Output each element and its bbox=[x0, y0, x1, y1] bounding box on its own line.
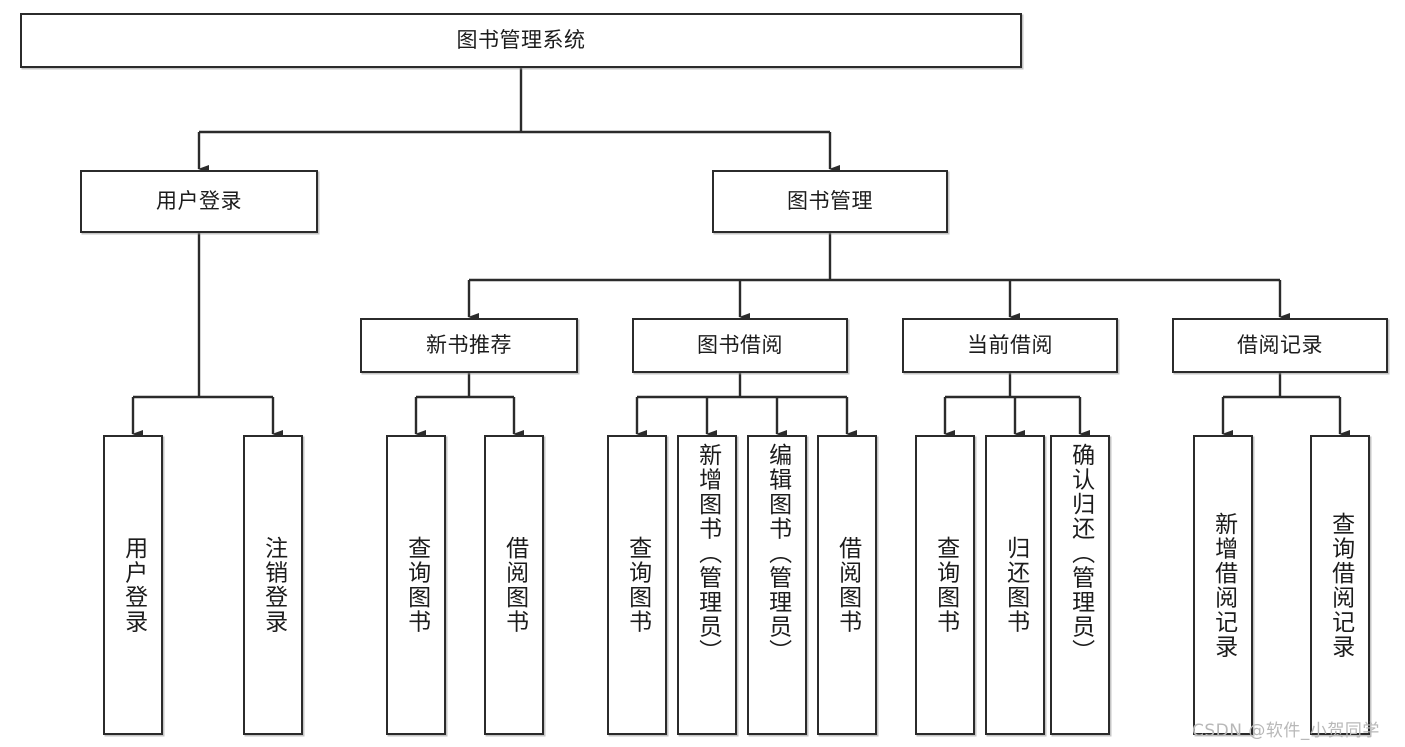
node-leaf-edit-book[interactable]: 编辑图书（管理员） bbox=[747, 435, 807, 735]
node-leaf-query-book-1[interactable]: 查询图书 bbox=[386, 435, 446, 735]
node-leaf-borrow-book-2-label: 借阅图书 bbox=[834, 536, 861, 634]
node-leaf-query-book-2[interactable]: 查询图书 bbox=[607, 435, 667, 735]
node-borrow-record[interactable]: 借阅记录 bbox=[1172, 318, 1388, 373]
node-leaf-query-book-1-label: 查询图书 bbox=[403, 536, 430, 634]
node-leaf-query-book-3[interactable]: 查询图书 bbox=[915, 435, 975, 735]
node-leaf-add-record[interactable]: 新增借阅记录 bbox=[1193, 435, 1253, 735]
node-book-borrow-label: 图书借阅 bbox=[697, 332, 783, 357]
node-new-book-recommend[interactable]: 新书推荐 bbox=[360, 318, 578, 373]
node-leaf-borrow-book-1-label: 借阅图书 bbox=[501, 536, 528, 634]
node-leaf-query-book-3-label: 查询图书 bbox=[932, 536, 959, 634]
node-current-borrow[interactable]: 当前借阅 bbox=[902, 318, 1118, 373]
node-leaf-borrow-book-1[interactable]: 借阅图书 bbox=[484, 435, 544, 735]
node-borrow-record-label: 借阅记录 bbox=[1237, 332, 1323, 357]
node-leaf-confirm-return[interactable]: 确认归还（管理员） bbox=[1050, 435, 1110, 735]
node-root-图书管理系统-label: 图书管理系统 bbox=[456, 27, 586, 52]
node-root-图书管理系统[interactable]: 图书管理系统 bbox=[20, 13, 1022, 68]
node-leaf-query-record[interactable]: 查询借阅记录 bbox=[1310, 435, 1370, 735]
node-book-borrow[interactable]: 图书借阅 bbox=[632, 318, 848, 373]
node-user-login[interactable]: 用户登录 bbox=[80, 170, 318, 233]
node-leaf-query-record-label: 查询借阅记录 bbox=[1327, 511, 1354, 659]
node-leaf-logout[interactable]: 注销登录 bbox=[243, 435, 303, 735]
node-leaf-logout-label: 注销登录 bbox=[260, 536, 287, 634]
node-leaf-edit-book-label: 编辑图书（管理员） bbox=[764, 443, 791, 664]
node-leaf-confirm-return-label: 确认归还（管理员） bbox=[1067, 443, 1094, 664]
csdn-watermark: CSDN @软件_小贺同学 bbox=[1192, 721, 1380, 741]
node-leaf-user-login[interactable]: 用户登录 bbox=[103, 435, 163, 735]
node-current-borrow-label: 当前借阅 bbox=[967, 332, 1053, 357]
node-book-manage-label: 图书管理 bbox=[787, 188, 873, 213]
node-leaf-borrow-book-2[interactable]: 借阅图书 bbox=[817, 435, 877, 735]
node-book-manage[interactable]: 图书管理 bbox=[712, 170, 948, 233]
node-leaf-add-book-label: 新增图书（管理员） bbox=[694, 443, 721, 664]
node-leaf-add-record-label: 新增借阅记录 bbox=[1210, 511, 1237, 659]
node-new-book-recommend-label: 新书推荐 bbox=[426, 332, 512, 357]
node-leaf-user-login-label: 用户登录 bbox=[120, 536, 147, 634]
node-leaf-return-book[interactable]: 归还图书 bbox=[985, 435, 1045, 735]
node-user-login-label: 用户登录 bbox=[156, 188, 242, 213]
node-leaf-add-book[interactable]: 新增图书（管理员） bbox=[677, 435, 737, 735]
node-leaf-query-book-2-label: 查询图书 bbox=[624, 536, 651, 634]
connector-group bbox=[131, 68, 1350, 438]
node-leaf-return-book-label: 归还图书 bbox=[1002, 536, 1029, 634]
